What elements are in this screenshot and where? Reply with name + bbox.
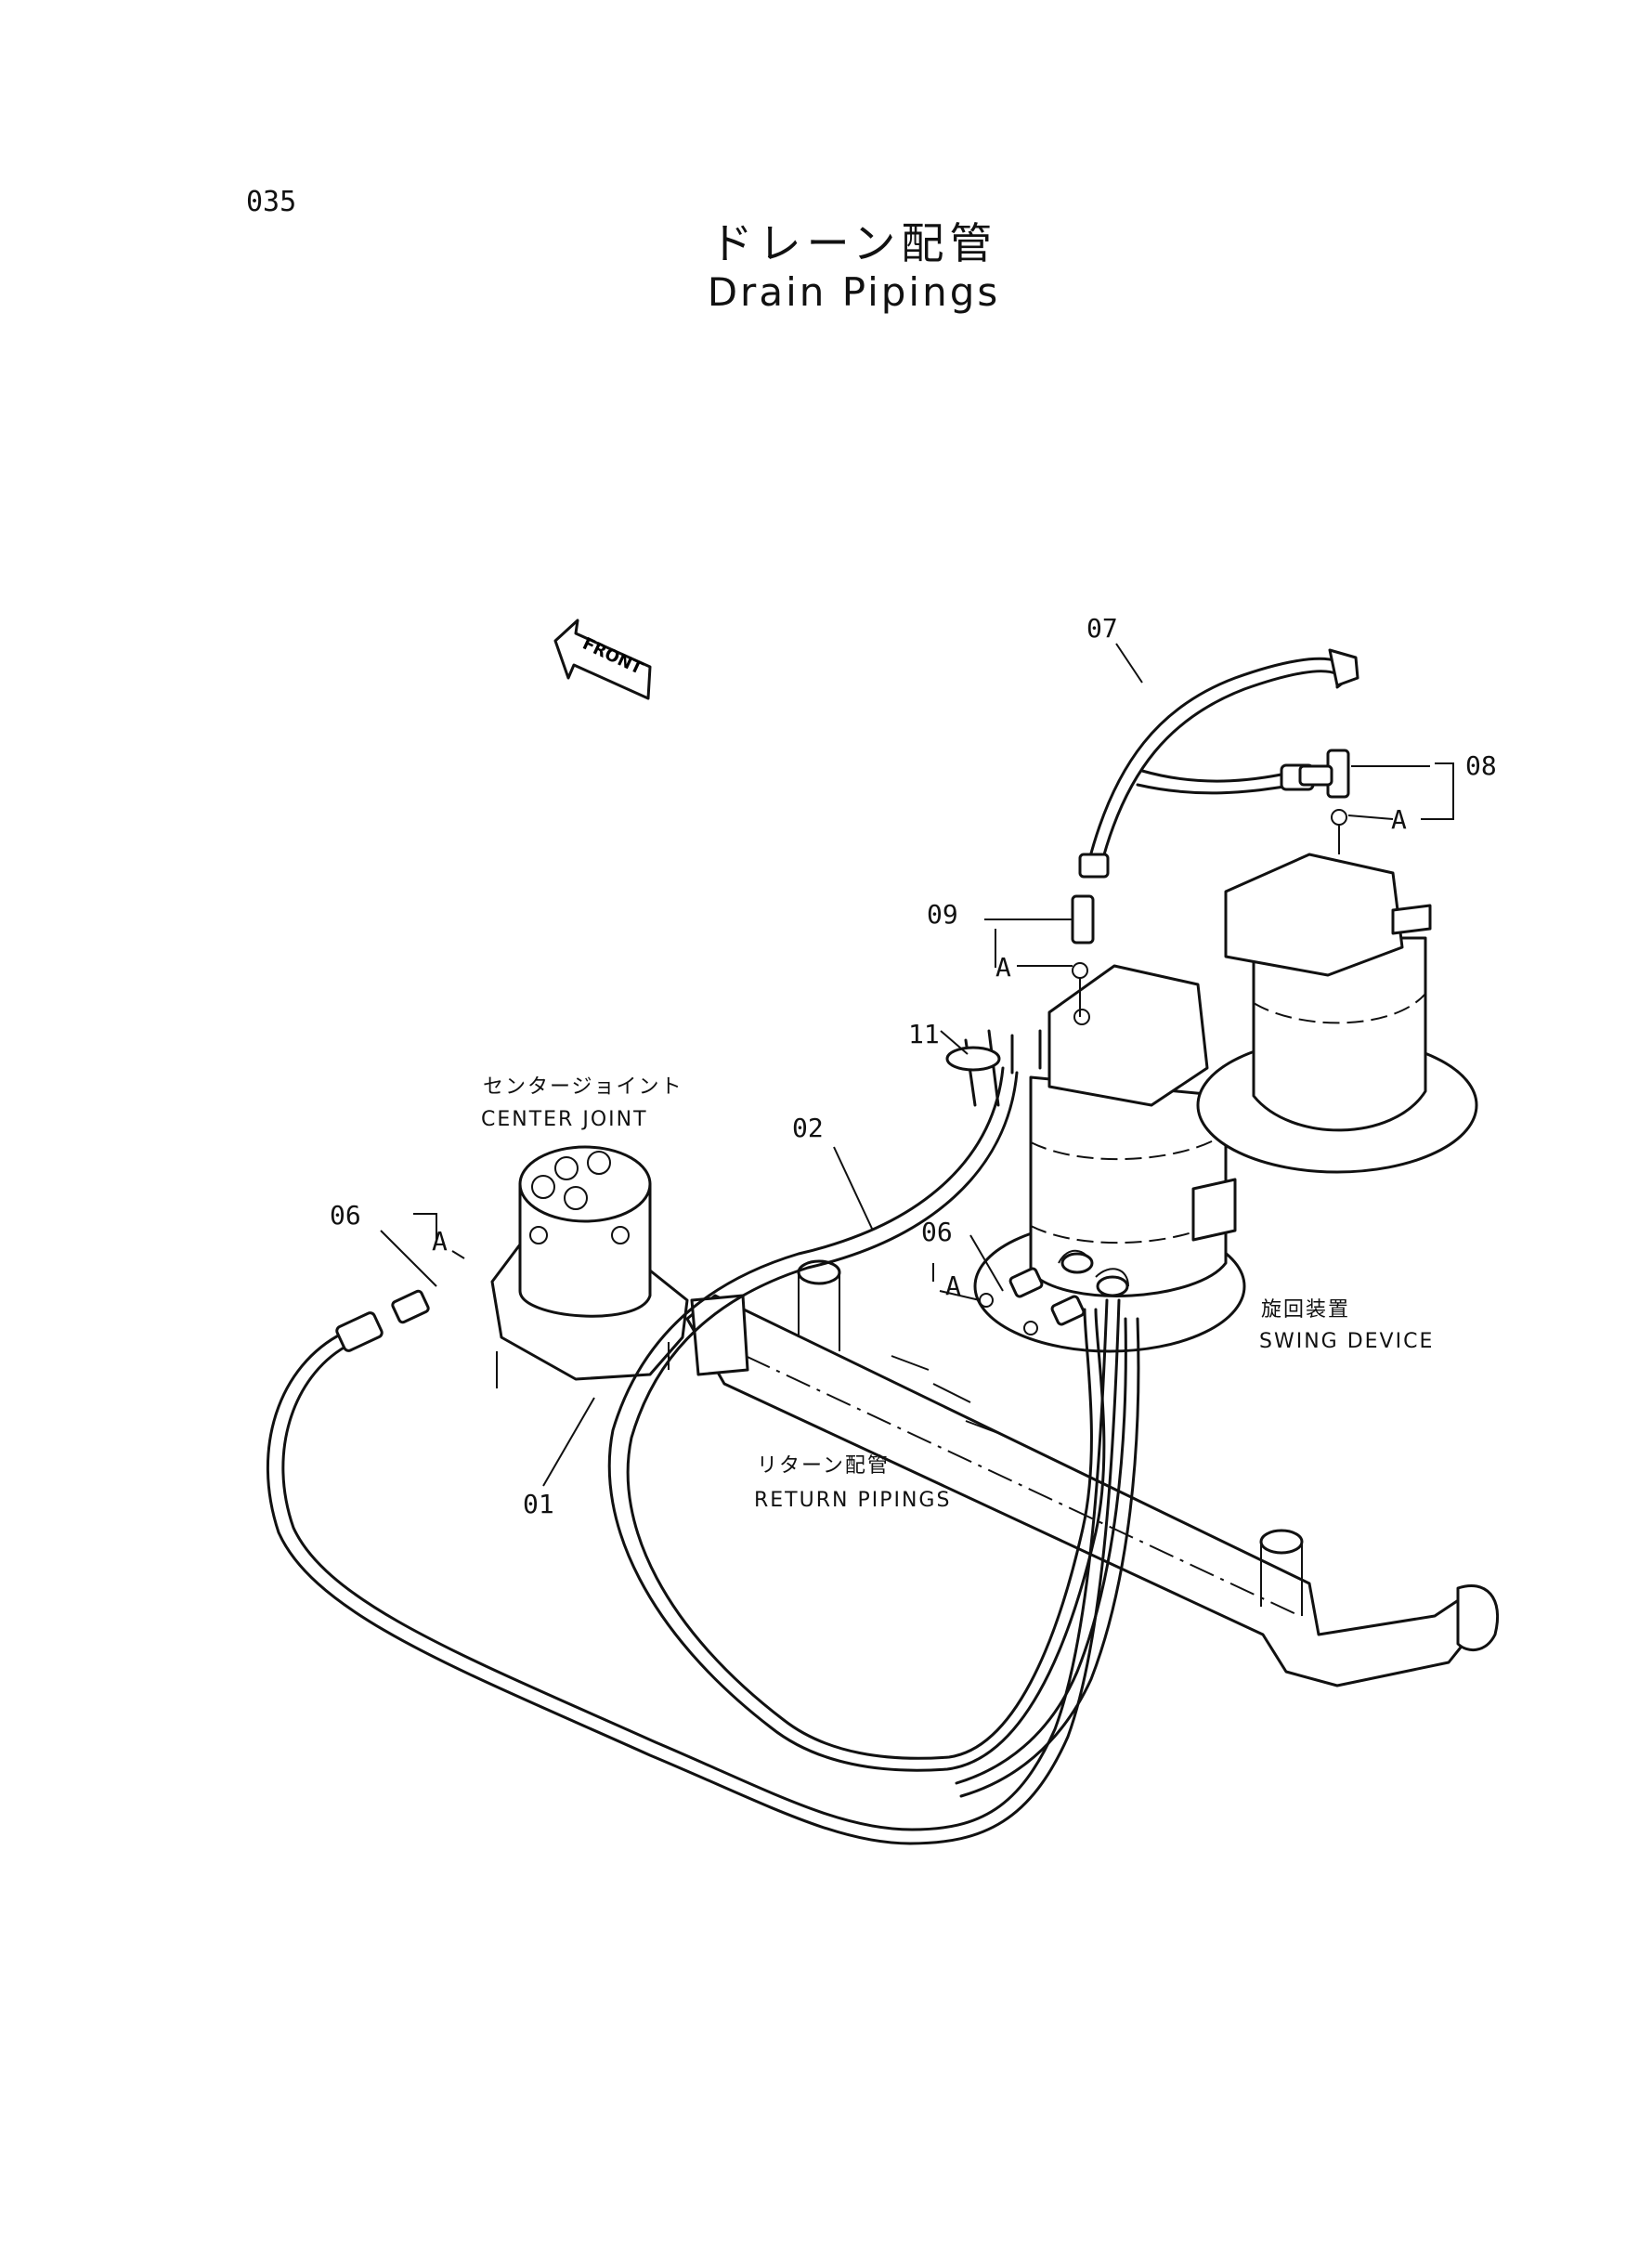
center-joint-label: CENTER JOINT	[481, 1108, 648, 1131]
swing-device-label-jp: 旋回装置	[1261, 1298, 1351, 1322]
callout-01: 01	[523, 1489, 554, 1519]
page-title-japanese: ドレーン配管	[709, 218, 998, 268]
callout-08: 08	[1465, 750, 1497, 781]
callout-a-08: A	[1391, 804, 1407, 835]
callout-07: 07	[1086, 613, 1118, 644]
fitting-08	[1298, 749, 1350, 854]
callout-leaders	[380, 643, 1454, 1487]
return-pipings-label: RETURN PIPINGS	[754, 1489, 952, 1512]
hose-07	[1078, 648, 1359, 879]
page-title: Drain Pipings	[707, 269, 1001, 315]
callout-02: 02	[792, 1113, 824, 1143]
fittings-06-mid	[979, 1249, 1129, 1335]
center-joint-drawing	[490, 1145, 689, 1388]
swing-device-right-drawing	[1196, 853, 1478, 1174]
hose-02	[607, 1029, 1140, 1798]
swing-device-label: SWING DEVICE	[1259, 1330, 1435, 1353]
return-pipings-drawing	[685, 1259, 1500, 1687]
callout-a-left: A	[432, 1226, 448, 1257]
callout-a-09: A	[995, 952, 1011, 983]
center-joint-label-jp: センタージョイント	[483, 1075, 683, 1099]
callout-09: 09	[927, 899, 958, 930]
callout-11: 11	[908, 1019, 940, 1049]
return-pipings-label-jp: リターン配管	[757, 1454, 890, 1478]
front-arrow-icon: FRONT	[553, 619, 652, 700]
clamp-11	[945, 1029, 1001, 1107]
callout-06-mid: 06	[921, 1217, 953, 1247]
hose-01	[267, 1289, 1121, 1845]
swing-device-left-drawing	[973, 964, 1246, 1353]
page-number: 035	[246, 186, 297, 218]
callout-a-mid: A	[945, 1270, 961, 1301]
callout-06-left: 06	[330, 1200, 361, 1231]
